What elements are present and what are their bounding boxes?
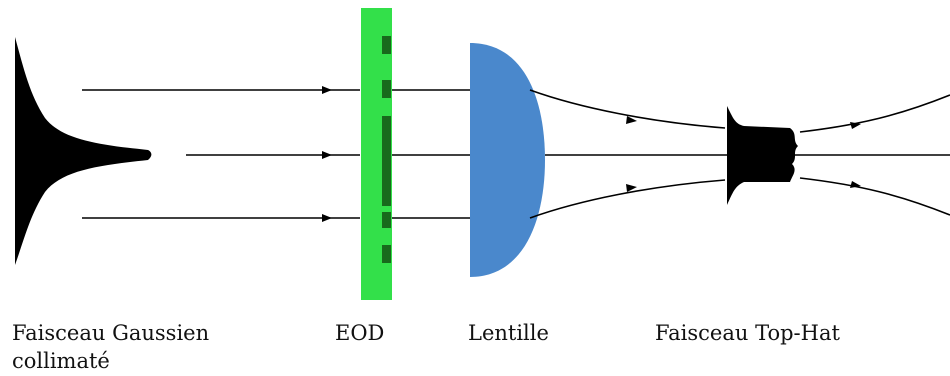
lens bbox=[470, 43, 545, 277]
arrow-top-diverging bbox=[850, 122, 861, 129]
ray-top-converging bbox=[529, 89, 726, 129]
arrow-bottom-incoming bbox=[322, 214, 332, 222]
tophat-profile bbox=[727, 106, 798, 205]
label-gaussian-line1: Faisceau Gaussien bbox=[12, 321, 210, 345]
arrow-middle-incoming bbox=[322, 151, 332, 159]
arrow-top-converging bbox=[626, 116, 637, 124]
arrow-top-incoming bbox=[322, 86, 332, 94]
arrow-bottom-converging bbox=[626, 184, 637, 192]
ray-bottom-converging bbox=[529, 179, 726, 219]
label-gaussian-line2: collimaté bbox=[12, 349, 110, 373]
ray-top-diverging bbox=[799, 94, 950, 133]
gaussian-profile bbox=[15, 37, 152, 265]
arrow-bottom-diverging bbox=[850, 181, 861, 188]
label-lens: Lentille bbox=[468, 321, 549, 345]
doe-marks bbox=[382, 36, 391, 263]
label-tophat: Faisceau Top-Hat bbox=[655, 321, 840, 345]
ray-bottom-diverging bbox=[799, 177, 950, 216]
label-doe: EOD bbox=[335, 321, 385, 345]
